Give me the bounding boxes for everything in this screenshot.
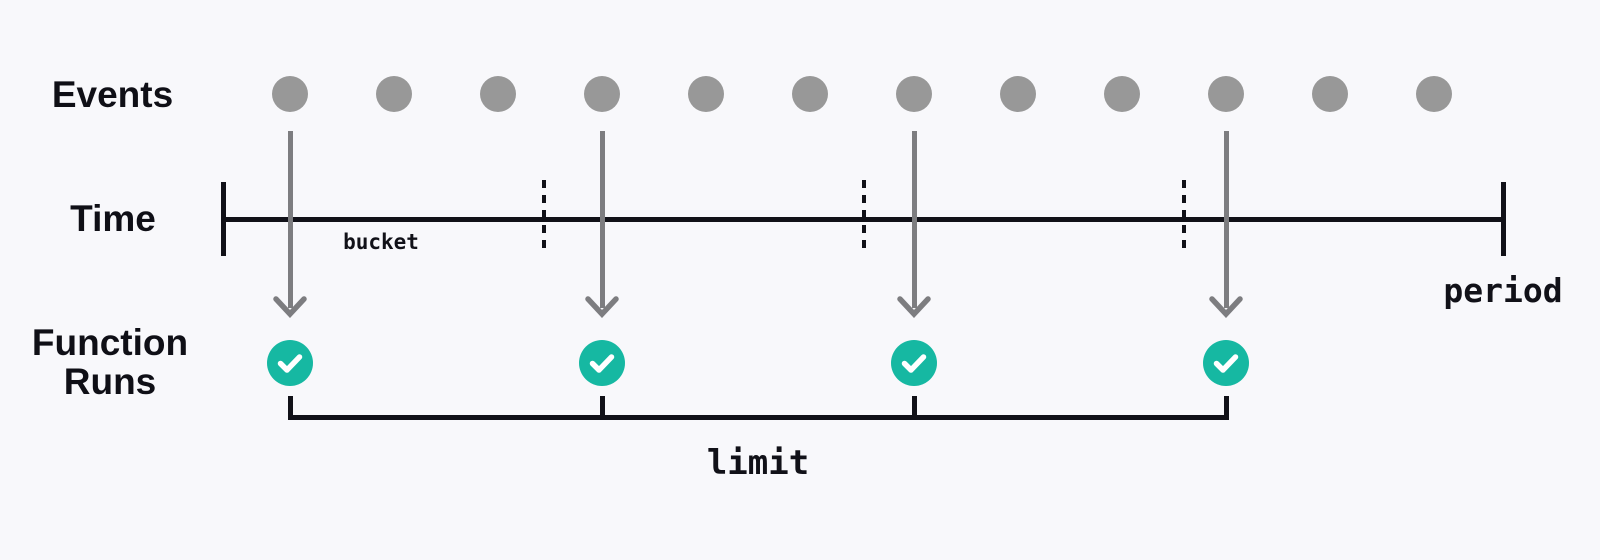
event-dot xyxy=(272,76,308,112)
limit-bracket-line xyxy=(288,415,1229,420)
function-runs-row-label: Function Runs xyxy=(31,322,189,402)
events-row-label: Events xyxy=(51,74,174,115)
time-row-label: Time xyxy=(70,198,156,239)
time-axis-start-cap xyxy=(221,182,226,256)
event-dot xyxy=(1104,76,1140,112)
down-arrowhead-icon xyxy=(1209,296,1243,323)
limit-label: limit xyxy=(706,443,810,483)
down-arrowhead-icon xyxy=(585,296,619,323)
event-arrow-shaft xyxy=(911,131,917,308)
event-dot xyxy=(792,76,828,112)
event-dot xyxy=(1416,76,1452,112)
limit-bracket-tick xyxy=(1223,396,1229,420)
event-arrow-shaft xyxy=(1223,131,1229,308)
event-dot xyxy=(1000,76,1036,112)
limit-bracket-tick xyxy=(911,396,917,420)
event-dot xyxy=(688,76,724,112)
down-arrowhead-icon xyxy=(897,296,931,323)
time-axis-end-cap xyxy=(1501,182,1506,256)
bucket-label: bucket xyxy=(343,230,419,254)
bucket-separator-dashed-line xyxy=(1182,180,1186,254)
event-dot xyxy=(1208,76,1244,112)
down-arrowhead-icon xyxy=(273,296,307,323)
limit-bracket-tick xyxy=(599,396,605,420)
function-run-check-icon xyxy=(891,340,937,391)
event-dot xyxy=(584,76,620,112)
period-label: period xyxy=(1443,271,1563,310)
event-dot xyxy=(896,76,932,112)
event-dot xyxy=(1312,76,1348,112)
event-dot xyxy=(376,76,412,112)
event-arrow-shaft xyxy=(599,131,605,308)
event-arrow-shaft xyxy=(287,131,293,308)
function-run-check-icon xyxy=(267,340,313,391)
bucket-separator-dashed-line xyxy=(542,180,546,254)
function-run-check-icon xyxy=(579,340,625,391)
bucket-separator-dashed-line xyxy=(862,180,866,254)
function-run-check-icon xyxy=(1203,340,1249,391)
event-dot xyxy=(480,76,516,112)
limit-bracket-tick xyxy=(287,396,293,420)
